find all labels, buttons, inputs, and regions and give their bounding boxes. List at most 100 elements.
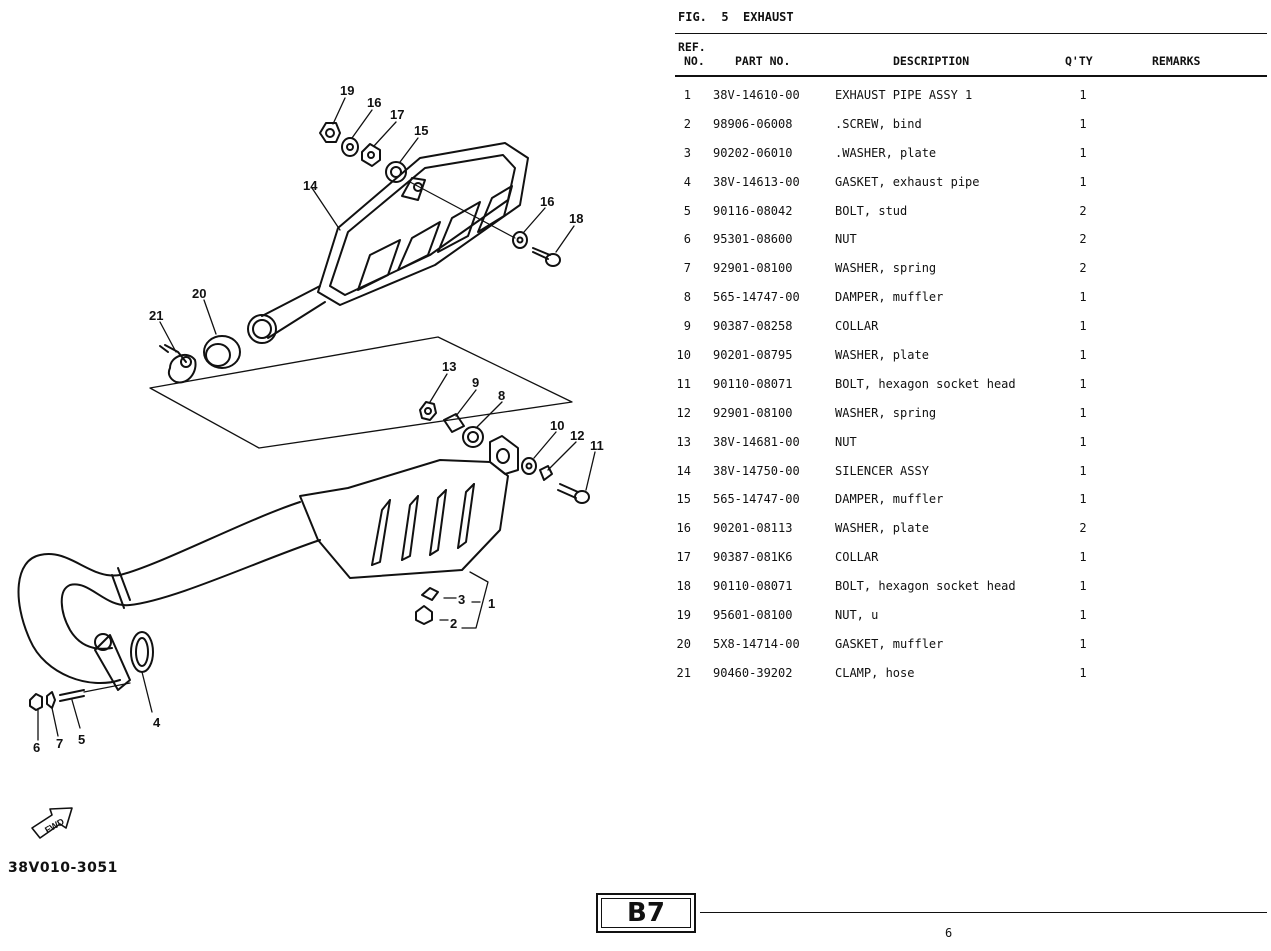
part-no: 98906-06008	[713, 116, 793, 131]
ref-no: 11	[676, 376, 691, 391]
part-no: 95601-08100	[713, 608, 793, 623]
quantity: 1	[1079, 145, 1087, 160]
callout-15: 15	[414, 123, 428, 138]
table-header-rule	[675, 75, 1267, 77]
description: EXHAUST PIPE ASSY 1	[835, 88, 973, 102]
part-no: 90116-08042	[713, 203, 793, 218]
description: BOLT, stud	[835, 203, 908, 218]
ref-no: 21	[676, 665, 691, 680]
table-top-rule	[675, 33, 1267, 34]
callout-5: 5	[78, 732, 85, 747]
part-no: 90110-08071	[713, 579, 793, 594]
assembly-outline	[149, 336, 573, 449]
part-no: 90387-08258	[713, 319, 793, 334]
description: CLAMP, hose	[835, 665, 915, 680]
ref-no: 5	[683, 203, 691, 218]
description: GASKET, exhaust pipe	[835, 174, 980, 189]
part-no: 565-14747-00	[713, 290, 800, 305]
description: DAMPER, muffler	[835, 290, 944, 305]
ref-no: 12	[676, 405, 691, 420]
ref-no: 6	[683, 232, 691, 247]
callout-14: 14	[303, 178, 318, 193]
part-no: 90201-08795	[713, 348, 793, 363]
callout-labels: 19 16 17 15 14 16 18 20 21 13 9 8 10 12 …	[33, 83, 604, 835]
ref-no: 20	[676, 636, 691, 651]
description: WASHER, plate	[835, 348, 929, 363]
part-no: 5X8-14714-00	[713, 636, 800, 651]
exhaust-exploded-view: 19 16 17 15 14 16 18 20 21 13 9 8 10 12 …	[17, 83, 604, 839]
callout-18: 18	[569, 211, 583, 226]
table-row: 5 90116-08042 BOLT, stud 2	[675, 204, 1267, 233]
footer-rule	[700, 912, 1267, 913]
callout-13: 13	[442, 359, 456, 374]
ref-no: 13	[676, 434, 691, 449]
quantity: 1	[1079, 405, 1087, 420]
description: DAMPER, muffler	[835, 492, 944, 507]
description: .WASHER, plate	[835, 145, 937, 160]
header-qty: Q'TY	[1065, 54, 1093, 68]
header-part-no: PART NO.	[735, 54, 791, 68]
quantity: 2	[1079, 521, 1087, 536]
page-code-box: B7	[596, 893, 696, 933]
description: BOLT, hexagon socket head	[835, 579, 1016, 594]
lower-hardware	[29, 587, 439, 711]
description: SILENCER ASSY	[835, 463, 929, 478]
leader-lines	[37, 97, 596, 741]
upper-hardware	[319, 122, 561, 267]
silencer-upper	[247, 142, 529, 344]
gasket-and-clamp	[159, 335, 241, 384]
page-number: 6	[945, 926, 953, 940]
header-ref: REF.	[678, 40, 706, 54]
part-no: 90201-08113	[713, 521, 793, 536]
quantity: 1	[1079, 174, 1087, 189]
header-description: DESCRIPTION	[893, 54, 970, 68]
figure-label: FIG.	[678, 10, 707, 24]
page-code: B7	[627, 898, 665, 928]
description: NUT	[835, 232, 857, 247]
quantity: 1	[1079, 636, 1087, 651]
figure-number: 5	[721, 10, 729, 24]
ref-no: 19	[676, 608, 691, 623]
ref-no: 17	[676, 550, 691, 565]
quantity: 2	[1079, 203, 1087, 218]
callout-8: 8	[498, 388, 505, 403]
callout-7: 7	[56, 736, 63, 751]
callout-21: 21	[149, 308, 163, 323]
callout-11: 11	[590, 438, 604, 453]
ref-no: 7	[683, 261, 691, 276]
part-no: 92901-08100	[713, 405, 793, 420]
middle-hardware	[419, 401, 590, 504]
ref-no: 18	[676, 579, 691, 594]
quantity: 1	[1079, 579, 1087, 594]
part-no: 38V-14681-00	[713, 434, 800, 449]
part-no: 92901-08100	[713, 261, 793, 276]
part-no: 38V-14613-00	[713, 174, 800, 189]
quantity: 1	[1079, 88, 1087, 102]
callout-12: 12	[570, 428, 584, 443]
callout-1: 1	[488, 596, 495, 611]
description: .SCREW, bind	[835, 116, 922, 131]
ref-no: 10	[676, 348, 691, 363]
figure-name: EXHAUST	[743, 10, 794, 24]
part-no: 38V-14610-00	[713, 88, 800, 102]
description: COLLAR	[835, 550, 879, 565]
fwd-arrow-icon	[31, 807, 73, 839]
quantity: 1	[1079, 290, 1087, 305]
diagram-code: 38V010-3051	[8, 860, 118, 876]
part-no: 90460-39202	[713, 665, 793, 680]
ref-no: 2	[683, 116, 691, 131]
quantity: 1	[1079, 319, 1087, 334]
